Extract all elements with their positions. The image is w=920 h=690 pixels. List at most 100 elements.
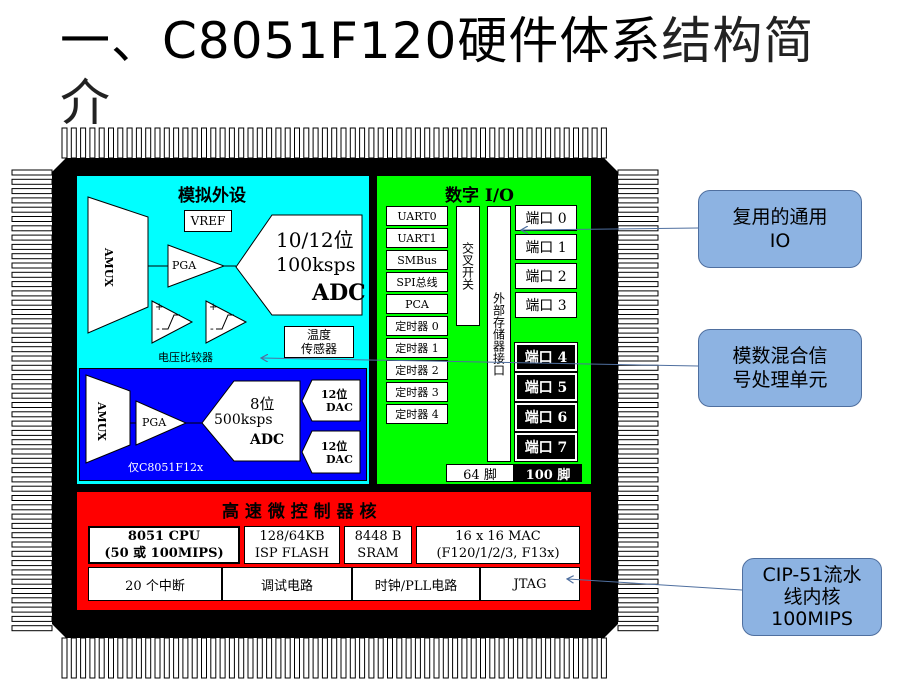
chip-pin <box>98 637 105 679</box>
chip-pin <box>617 625 659 632</box>
chip-pin <box>256 637 263 679</box>
chip-pin <box>617 346 659 353</box>
core-title: 高 速 微 控 制 器 核 <box>222 502 377 522</box>
chip-pin <box>617 271 659 278</box>
chip-pin <box>173 637 180 679</box>
chip-pin <box>617 262 659 269</box>
comparator-1-plus: + <box>155 302 164 313</box>
analog-title: 模拟外设 <box>178 186 246 206</box>
adc-bits: 10/12位 <box>276 228 354 252</box>
chip-pin <box>145 637 152 679</box>
chip-pin <box>617 588 659 594</box>
chip-pin <box>617 169 659 176</box>
chip-pin <box>126 637 133 679</box>
chip-pin <box>617 560 659 567</box>
chip-pin <box>331 637 338 679</box>
comparator-2-minus: - <box>210 322 214 335</box>
chip-pin <box>507 637 514 679</box>
slide-title-light: 结构简介 <box>60 12 815 132</box>
jtag-box: JTAG <box>480 567 580 601</box>
digital-peripheral-item: 定时器 1 <box>386 338 448 358</box>
chip-pin <box>617 206 659 213</box>
chip-pin <box>617 402 659 408</box>
flash-l2: ISP FLASH <box>254 546 330 561</box>
chip-pin <box>617 243 659 250</box>
chip-pin <box>284 637 291 679</box>
slide-title-main: 一、C8051F120硬件体系 <box>60 12 662 70</box>
chip-pin <box>535 637 542 679</box>
cip-callout-l1: CIP-51流水 <box>762 564 862 586</box>
digital-peripheral-item: 定时器 3 <box>386 382 448 402</box>
chip-pin <box>470 637 477 679</box>
chip-pin <box>219 637 226 679</box>
dac-1-shape <box>301 379 361 422</box>
chip-pin <box>424 637 431 679</box>
debug-box: 调试电路 <box>222 567 352 601</box>
digital-peripheral-item: UART0 <box>386 206 448 226</box>
emif-box: 外部存储器接口 <box>487 206 511 462</box>
analog-sub-diagram <box>85 374 361 474</box>
chip-pin <box>452 637 459 679</box>
io-callout-l1: 复用的通用 <box>732 206 828 228</box>
digital-peripheral-item: PCA <box>386 294 448 314</box>
digital-peripheral-item: SPI总线 <box>386 272 448 292</box>
chip-pin <box>617 597 659 604</box>
digital-peripheral-item: 定时器 4 <box>386 404 448 424</box>
chip-pin <box>517 637 524 679</box>
chip-pin <box>617 457 659 464</box>
mac-box: 16 x 16 MAC (F120/1/2/3, F13x) <box>416 526 580 564</box>
sub-adc-rate: 500ksps <box>214 412 273 428</box>
chip-pin <box>303 637 310 679</box>
chip-pin <box>582 637 589 679</box>
chip-pin <box>617 253 659 260</box>
sub-amux-label: AMUX <box>95 402 108 441</box>
chip-pin <box>108 637 114 679</box>
chip-pin <box>563 637 570 679</box>
chip-pin <box>617 532 659 539</box>
port-item: 端口 2 <box>515 263 577 289</box>
chip-pin <box>442 637 449 679</box>
cpu-l1: 8051 CPU <box>127 529 201 544</box>
chip-pin <box>80 637 87 679</box>
chip-pin <box>617 550 659 557</box>
cpu-l2: (50 或 100MIPS) <box>104 546 224 561</box>
cpu-box: 8051 CPU (50 或 100MIPS) <box>88 526 240 564</box>
chip-pin <box>617 383 659 390</box>
chip-pin <box>266 637 273 679</box>
emif-label: 外部存储器接口 <box>491 292 506 376</box>
comparator-1-shape <box>151 300 194 344</box>
chip-pin <box>617 234 659 241</box>
mac-l2: (F120/1/2/3, F13x) <box>436 546 560 561</box>
chip-pin <box>617 392 659 399</box>
comparator-2-plus: + <box>209 302 218 313</box>
io-callout: 复用的通用 IO <box>698 190 862 268</box>
chip-pin <box>294 637 300 679</box>
amux-shape <box>87 196 149 334</box>
chip-pin <box>617 467 659 474</box>
comparator-1-minus: - <box>156 322 160 335</box>
temp-sensor-l2: 传感器 <box>300 342 337 356</box>
chip-pin <box>135 637 142 679</box>
chip-pin <box>11 625 53 632</box>
chip-pin <box>461 637 468 679</box>
dac-1-label: DAC <box>326 401 353 414</box>
sub-note: 仅C8051F12x <box>128 461 204 474</box>
chip-pin <box>617 281 659 288</box>
comparator-2-shape <box>205 300 248 344</box>
adc-label: ADC <box>312 280 366 306</box>
chip-pin <box>617 495 659 501</box>
port-item-100pin: 端口 4 <box>514 342 578 372</box>
port-item-100pin: 端口 5 <box>514 372 578 402</box>
adc-rate: 100ksps <box>276 254 356 276</box>
chip-pin <box>275 637 282 679</box>
crossbar-label: 交叉开关 <box>460 242 475 290</box>
chip-pin <box>396 637 403 679</box>
chip-pin <box>182 637 189 679</box>
chip-pin <box>312 637 319 679</box>
chip-pin <box>70 637 77 679</box>
chip-pin <box>617 299 659 306</box>
amux-label: AMUX <box>102 248 115 287</box>
chip-pin <box>600 637 607 679</box>
chip-pin <box>617 615 659 622</box>
